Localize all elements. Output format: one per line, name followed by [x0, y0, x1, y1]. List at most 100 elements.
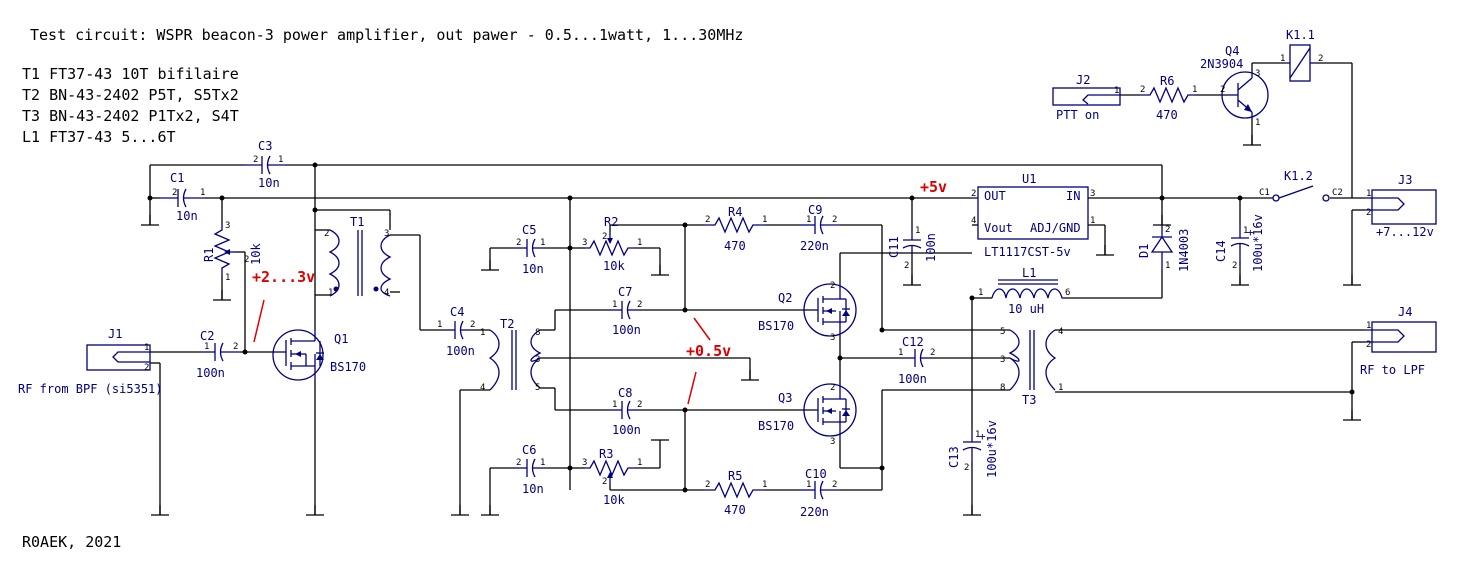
svg-text:2: 2	[705, 480, 710, 490]
svg-text:220n: 220n	[800, 239, 829, 253]
capacitor-c11: C11 100n 12	[887, 226, 938, 271]
svg-text:2: 2	[832, 215, 837, 225]
svg-text:BS170: BS170	[758, 319, 794, 333]
svg-text:3: 3	[1000, 355, 1005, 365]
svg-text:T1: T1	[350, 215, 364, 229]
wires	[149, 62, 1365, 515]
connector-j3: J3 +7...12v 12	[1365, 173, 1437, 239]
svg-text:C4: C4	[450, 305, 464, 319]
svg-text:3: 3	[830, 437, 835, 447]
svg-text:5: 5	[1000, 327, 1005, 337]
svg-text:1: 1	[762, 215, 767, 225]
relay-contact-k12: K1.2 C1 C2	[1259, 169, 1343, 202]
svg-text:J2: J2	[1076, 73, 1090, 87]
svg-text:R4: R4	[728, 205, 742, 219]
svg-text:1: 1	[1366, 321, 1371, 331]
svg-text:PTT on: PTT on	[1056, 108, 1099, 122]
svg-text:IN: IN	[1066, 189, 1080, 203]
svg-text:BS170: BS170	[758, 419, 794, 433]
svg-text:1: 1	[1090, 216, 1095, 226]
svg-text:2: 2	[233, 342, 238, 352]
svg-text:1: 1	[612, 400, 617, 410]
svg-text:Q3: Q3	[778, 391, 792, 405]
svg-text:K1.2: K1.2	[1284, 169, 1313, 183]
svg-text:1: 1	[898, 348, 903, 358]
svg-text:4: 4	[480, 383, 485, 393]
diode-d1: D1 1N4003 21	[1137, 225, 1191, 272]
svg-text:+: +	[1247, 226, 1254, 239]
svg-text:1: 1	[806, 480, 811, 490]
svg-text:C2: C2	[1332, 188, 1343, 198]
title: Test circuit: WSPR beacon-3 power amplif…	[30, 26, 743, 44]
svg-text:Q2: Q2	[778, 291, 792, 305]
svg-text:1: 1	[637, 458, 642, 468]
svg-text:100u*16v: 100u*16v	[1251, 214, 1265, 272]
svg-text:5: 5	[535, 383, 540, 393]
svg-text:R6: R6	[1160, 74, 1174, 88]
svg-text:470: 470	[1156, 108, 1178, 122]
svg-text:100n: 100n	[612, 323, 641, 337]
svg-text:1: 1	[1280, 54, 1285, 64]
svg-text:1: 1	[144, 343, 149, 353]
svg-text:2: 2	[830, 281, 835, 291]
connector-j2: J2 PTT on 1	[1052, 73, 1121, 122]
svg-text:R1: R1	[202, 248, 216, 262]
svg-text:Q4: Q4	[1225, 44, 1239, 58]
svg-text:J1: J1	[108, 327, 122, 341]
svg-text:3: 3	[384, 229, 389, 239]
svg-text:2: 2	[1366, 340, 1371, 350]
svg-text:2: 2	[1318, 54, 1323, 64]
svg-text:1: 1	[1192, 85, 1197, 95]
svg-text:1: 1	[1058, 383, 1063, 393]
svg-text:4: 4	[971, 216, 976, 226]
svg-text:R3: R3	[599, 447, 613, 461]
svg-text:2: 2	[324, 229, 329, 239]
transistor-q4: Q4 2N3904 231	[1200, 44, 1269, 128]
svg-text:3: 3	[830, 333, 835, 343]
svg-text:2: 2	[172, 188, 177, 198]
svg-text:10k: 10k	[249, 243, 263, 265]
svg-text:RF from BPF (si5351): RF from BPF (si5351)	[18, 382, 163, 396]
svg-text:2: 2	[930, 348, 935, 358]
svg-text:2: 2	[637, 400, 642, 410]
svg-text:K1.1: K1.1	[1286, 28, 1315, 42]
svg-text:T2: T2	[500, 317, 514, 331]
svg-text:+2...3v: +2...3v	[252, 268, 315, 286]
svg-text:220n: 220n	[800, 505, 829, 519]
svg-text:1: 1	[204, 342, 209, 352]
svg-text:C14: C14	[1214, 240, 1228, 262]
svg-text:C11: C11	[887, 236, 901, 258]
svg-text:470: 470	[724, 239, 746, 253]
junction-dots	[147, 162, 1355, 493]
svg-text:LT1117CST-5v: LT1117CST-5v	[984, 245, 1071, 259]
voltage-annotations: +2...3v +5v +0.5v	[252, 178, 947, 405]
svg-text:100n: 100n	[196, 366, 225, 380]
svg-text:C12: C12	[902, 335, 924, 349]
svg-text:1: 1	[637, 238, 642, 248]
svg-text:100n: 100n	[612, 423, 641, 437]
svg-text:10n: 10n	[522, 482, 544, 496]
svg-text:OUT: OUT	[984, 189, 1006, 203]
svg-text:2N3904: 2N3904	[1200, 57, 1243, 71]
capacitor-c4: C4 100n 1 2	[437, 305, 475, 358]
svg-text:100n: 100n	[446, 344, 475, 358]
mosfet-q2: Q2 BS170 2 3	[758, 281, 857, 343]
svg-text:C6: C6	[522, 443, 536, 457]
svg-text:2: 2	[470, 320, 475, 330]
svg-text:2: 2	[1366, 208, 1371, 218]
svg-text:100u*16v: 100u*16v	[985, 420, 999, 478]
relay-coil-k11: K1.1 1 2	[1280, 28, 1323, 82]
svg-text:2: 2	[1232, 261, 1237, 271]
svg-text:8: 8	[535, 328, 540, 338]
svg-text:1: 1	[437, 320, 442, 330]
svg-text:10n: 10n	[522, 262, 544, 276]
